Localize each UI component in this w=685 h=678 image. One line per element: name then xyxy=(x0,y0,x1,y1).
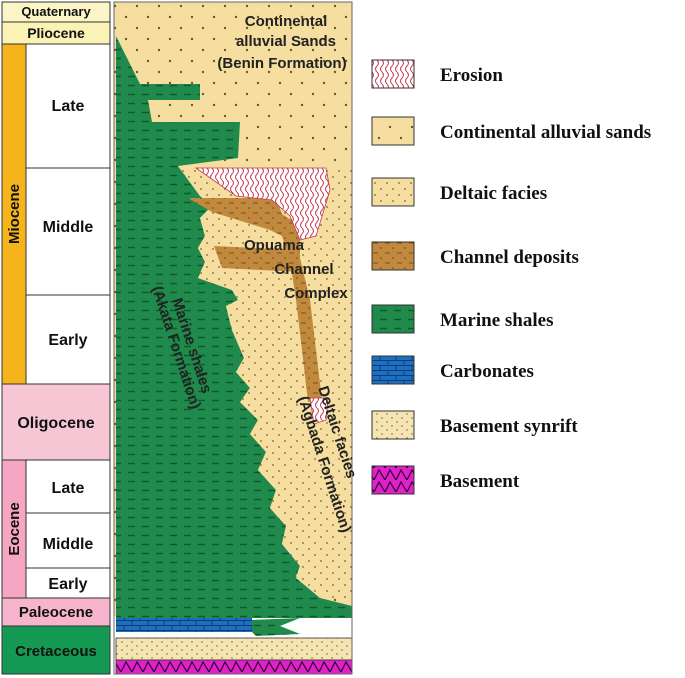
miocene-late-label: Late xyxy=(52,98,85,115)
eocene-early-label: Early xyxy=(48,576,87,593)
miocene-middle-cell xyxy=(25,167,111,296)
miocene-late-cell xyxy=(25,43,111,169)
miocene-label: Miocene xyxy=(6,184,23,244)
legend-label-alluvial: Continental alluvial sands xyxy=(440,122,651,143)
cretaceous-label: Cretaceous xyxy=(15,643,97,660)
benin-label-line2: alluvial Sands xyxy=(236,33,336,50)
opuama-label-line1: Opuama xyxy=(244,237,305,254)
channel-deposits xyxy=(188,198,322,402)
legend-label-carbonate: Carbonates xyxy=(440,361,534,382)
oligocene-label: Oligocene xyxy=(17,415,94,432)
channel-deposits-lens xyxy=(214,246,300,272)
miocene-early-cell xyxy=(25,294,111,385)
opuama-label-line2: Channel xyxy=(274,261,333,278)
legend-swatch-carbonate xyxy=(371,355,415,385)
quaternary-label: Quaternary xyxy=(21,4,91,19)
legend-swatch-alluvial xyxy=(371,116,415,146)
eocene-middle-cell xyxy=(25,512,111,569)
eocene-cell xyxy=(1,459,27,599)
legend-swatch-channel xyxy=(371,241,415,271)
akata-shale-body xyxy=(116,36,352,618)
pliocene-label: Pliocene xyxy=(27,25,85,41)
miocene-early-label: Early xyxy=(48,332,87,349)
legend-swatch-shale xyxy=(371,304,415,334)
legend-swatch-basement xyxy=(371,465,415,495)
legend-label-deltaic: Deltaic facies xyxy=(440,183,547,204)
eocene-label: Eocene xyxy=(6,502,23,555)
legend-label-basement: Basement xyxy=(440,471,520,492)
opuama-label-line3: Complex xyxy=(284,285,348,302)
basement-synrift-band xyxy=(115,637,353,661)
basement-band xyxy=(115,659,353,675)
erosion-zone-lower xyxy=(309,397,329,425)
oligocene-cell xyxy=(1,383,111,461)
legend: Erosion Continental alluvial sands Delta… xyxy=(371,59,651,495)
agbada-deltaic-body xyxy=(178,166,352,600)
cross-section: Continental alluvial Sands (Benin Format… xyxy=(113,1,360,675)
section-border xyxy=(113,1,353,675)
carbonates-band xyxy=(116,618,252,632)
eocene-late-cell xyxy=(25,459,111,514)
eocene-late-label: Late xyxy=(52,480,85,497)
legend-swatch-deltaic xyxy=(371,177,415,207)
cretaceous-cell xyxy=(1,625,111,675)
eocene-middle-label: Middle xyxy=(43,536,94,553)
benin-label-line1: Continental xyxy=(245,13,328,30)
chronostratigraphic-column: Quaternary Pliocene Miocene Late Middle … xyxy=(1,1,111,675)
legend-label-erosion: Erosion xyxy=(440,65,503,86)
legend-label-shale: Marine shales xyxy=(440,310,553,331)
legend-label-channel: Channel deposits xyxy=(440,247,579,268)
paleocene-cell xyxy=(1,597,111,627)
legend-label-synrift: Basement synrift xyxy=(440,416,578,437)
shale-tongue xyxy=(252,618,300,636)
erosion-zone-upper xyxy=(194,167,331,241)
paleocene-label: Paleocene xyxy=(19,604,93,621)
legend-swatch-synrift xyxy=(371,410,415,440)
miocene-middle-label: Middle xyxy=(43,219,94,236)
legend-swatch-erosion xyxy=(371,59,415,89)
benin-label-line3: (Benin Formation) xyxy=(217,55,346,72)
